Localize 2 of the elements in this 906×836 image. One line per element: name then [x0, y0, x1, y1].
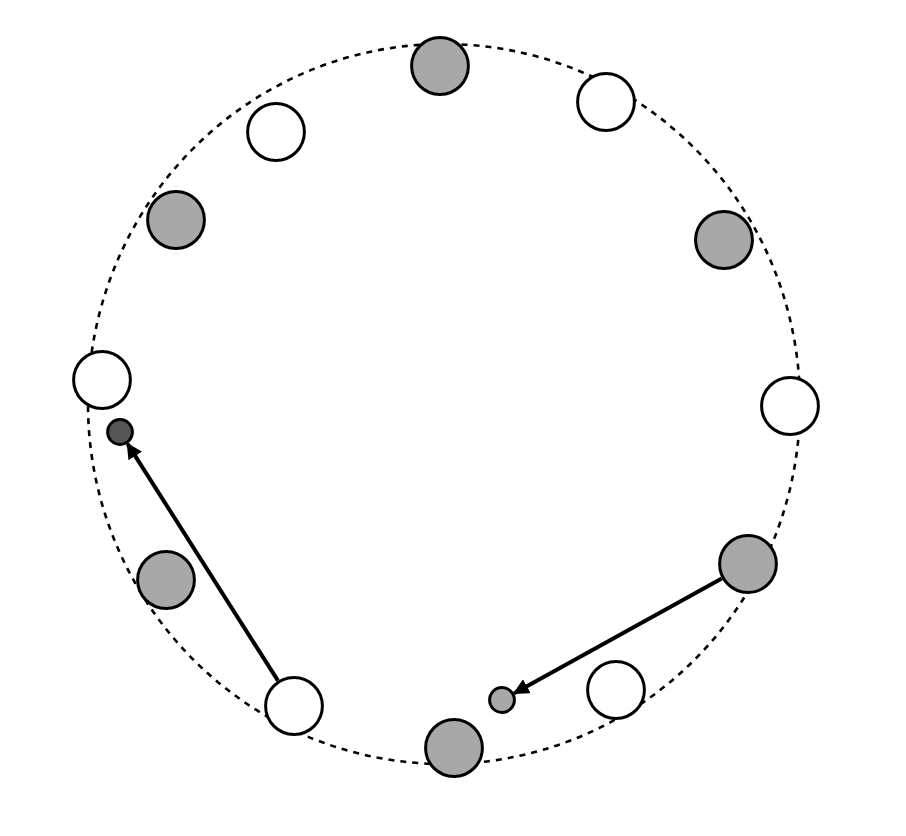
arrow: [125, 442, 280, 682]
arrow: [512, 576, 723, 695]
